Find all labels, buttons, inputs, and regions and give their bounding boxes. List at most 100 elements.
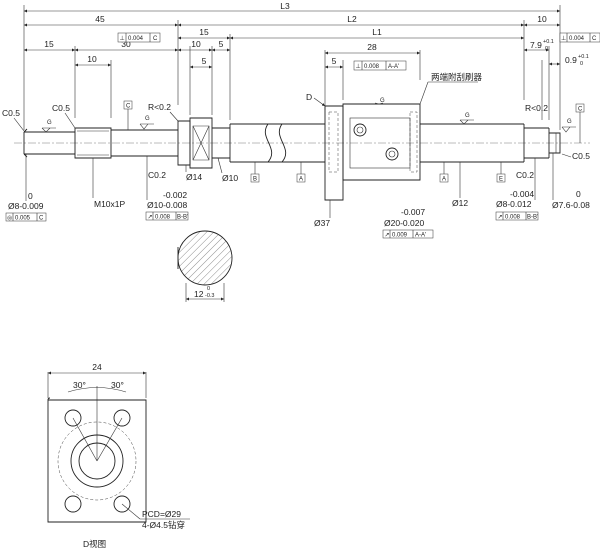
dim-7-9: 7.9 (530, 40, 542, 50)
tol-d10: Ø10-0.008 (147, 200, 187, 210)
svg-text:⊥: ⊥ (561, 35, 566, 42)
tol-d20: Ø20-0.020 (384, 218, 424, 228)
tol-plus-a: +0.1 (543, 39, 554, 45)
svg-text:0.008: 0.008 (364, 64, 380, 70)
svg-text:↗: ↗ (148, 215, 153, 221)
dim-5-nut: 5 (332, 56, 337, 66)
dview-pcd: PCD=Ø29 (142, 509, 181, 519)
svg-text:↗: ↗ (498, 215, 503, 221)
dim-15-left: 15 (44, 39, 54, 49)
svg-text:G: G (380, 98, 385, 104)
datum-C-left: C (123, 100, 133, 130)
zero-left: 0 (28, 191, 33, 201)
svg-text:◎: ◎ (7, 216, 12, 222)
svg-text:G: G (465, 113, 470, 119)
svg-text:E: E (499, 177, 503, 183)
dim-28: 28 (367, 42, 377, 52)
dim-15-mid: 15 (199, 27, 209, 37)
svg-text:A: A (442, 177, 446, 183)
dview-caption: D视图 (83, 539, 106, 549)
chamfer-c02-left: C0.2 (148, 170, 166, 180)
dia-37: Ø37 (314, 218, 330, 228)
svg-text:B-B': B-B' (177, 215, 188, 221)
thread-m10: M10x1P (94, 199, 126, 209)
svg-text:⊥: ⊥ (120, 35, 125, 42)
svg-text:G: G (47, 120, 52, 126)
svg-text:G: G (145, 116, 150, 122)
svg-text:C: C (39, 216, 44, 222)
svg-text:A: A (299, 177, 303, 183)
datum-B-left: B (250, 162, 260, 183)
datum-C-right: C (575, 103, 585, 143)
svg-text:G: G (567, 119, 572, 125)
dia-14: Ø14 (186, 172, 202, 182)
dim-10-mid: 10 (191, 39, 201, 49)
radius-left: R<0.2 (148, 102, 171, 112)
dim-L1: L1 (372, 27, 382, 37)
chamfer-c05-left: C0.5 (2, 108, 20, 118)
svg-text:C: C (153, 36, 158, 42)
dim-10-thread: 10 (87, 54, 97, 64)
svg-text:⊥: ⊥ (356, 63, 361, 70)
dim-L3: L3 (280, 1, 290, 11)
chamfer-c05-b: C0.5 (52, 103, 70, 113)
fcf-top-left: ⊥ 0.004 C (117, 32, 161, 43)
ball-nut (324, 103, 421, 201)
datum-E-right: E (496, 162, 506, 183)
dimension-lines (23, 5, 561, 130)
svg-text:A-A': A-A' (415, 233, 426, 239)
dim-10-right: 10 (537, 14, 547, 24)
svg-text:两端附刮刷器: 两端附刮刷器 (431, 72, 483, 82)
fcf-runout-right: ↗ 0.008 B-B' (495, 211, 539, 221)
chamfer-c05-right: C0.5 (572, 151, 590, 161)
svg-text:C: C (578, 107, 583, 113)
shaft (14, 117, 590, 169)
grind-marks: G G G G G (41, 98, 576, 133)
svg-text:0.005: 0.005 (15, 216, 31, 222)
fcf-runout-left: ↗ 0.008 B-B' (145, 211, 189, 221)
fcf-left-concentricity: ◎ 0.005 C (5, 212, 47, 222)
radius-right: R<0.2 (525, 103, 548, 113)
dim-5-a: 5 (219, 39, 224, 49)
datum-A-left: A (296, 162, 306, 183)
fcf-nut: ⊥ 0.008 A-A' (353, 60, 407, 71)
section-view: 12 0 -0.3 (177, 230, 233, 302)
svg-text:0.009: 0.009 (392, 233, 408, 239)
section-tol-bottom: -0.3 (205, 293, 214, 299)
dia-10: Ø10 (222, 173, 238, 183)
svg-text:0.008: 0.008 (505, 215, 521, 221)
d-view: 24 30° 30° PCD=Ø29 4-Ø4.5钻穿 D视图 (47, 362, 190, 549)
svg-text:A-A': A-A' (388, 64, 399, 70)
svg-text:D: D (306, 92, 312, 102)
svg-text:B-B': B-B' (527, 215, 538, 221)
section-dim: 12 (194, 289, 204, 299)
chamfer-c02-right: C0.2 (516, 170, 534, 180)
dim-5-b: 5 (202, 56, 207, 66)
dim-0-9: 0.9 (565, 55, 577, 65)
section-tol-top: 0 (207, 286, 210, 292)
tol-d8r-top: -0.004 (510, 189, 534, 199)
svg-text:0.004: 0.004 (569, 36, 585, 42)
dim-45: 45 (95, 14, 105, 24)
svg-text:B: B (253, 177, 257, 183)
svg-text:↗: ↗ (385, 233, 390, 239)
dview-angle-1: 30° (73, 380, 86, 390)
dview-width: 24 (92, 362, 102, 372)
dia-7-6: Ø7.6-0.08 (552, 200, 590, 210)
tol-zero-a: 0 (545, 46, 548, 52)
tol-d20-top: -0.007 (401, 207, 425, 217)
view-D-arrow: D (306, 92, 326, 107)
dia-8-left: Ø8-0.009 (8, 201, 44, 211)
svg-text:0.004: 0.004 (128, 36, 144, 42)
dview-angle-2: 30° (111, 380, 124, 390)
tol-plus-b: +0.1 (578, 54, 589, 60)
svg-text:0.008: 0.008 (155, 215, 171, 221)
svg-text:C: C (592, 36, 597, 42)
dim-30: 30 (121, 39, 131, 49)
tol-d8r: Ø8-0.012 (496, 199, 532, 209)
tol-zero-b: 0 (580, 61, 583, 67)
fcf-runout-nut: ↗ 0.009 A-A' (382, 229, 434, 239)
fcf-top-right: ⊥ 0.004 C (559, 32, 600, 43)
wiper-note: 两端附刮刷器 (419, 72, 483, 105)
